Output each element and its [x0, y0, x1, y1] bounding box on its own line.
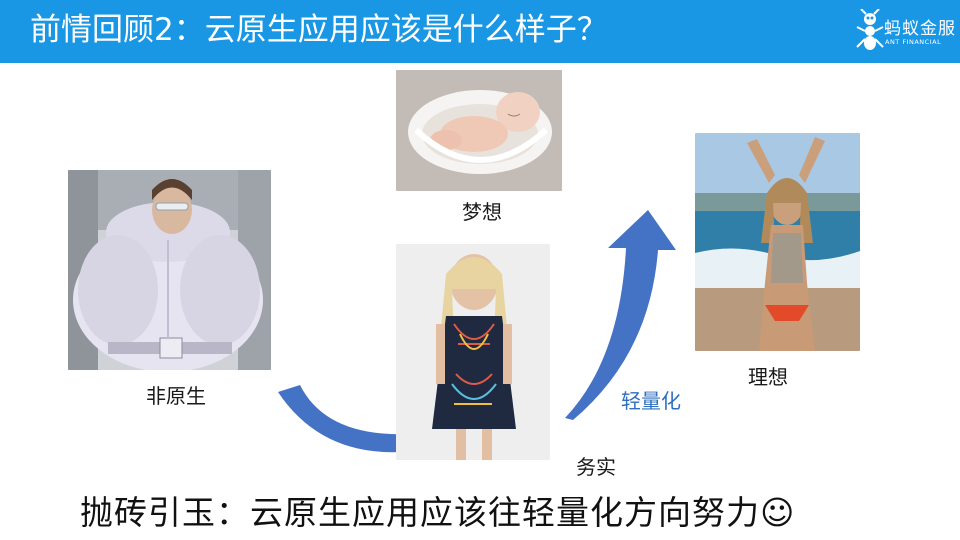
logo-name: 蚂蚁金服 [884, 19, 956, 39]
header-bar: 前情回顾2：云原生应用应该是什么样子？ 蚂蚁金服 ANT FINANCIAL [0, 0, 960, 63]
arrow-label: 轻量化 [621, 389, 681, 413]
caption-reality: 务实 [576, 455, 616, 479]
photo-dream [396, 70, 562, 191]
caption-non-native: 非原生 [146, 384, 206, 408]
photo-ideal [695, 133, 860, 351]
page-title: 前情回顾2：云原生应用应该是什么样子？ [30, 12, 608, 48]
company-logo: 蚂蚁金服 ANT FINANCIAL [853, 8, 956, 56]
caption-ideal: 理想 [748, 365, 788, 389]
caption-dream: 梦想 [462, 200, 502, 224]
photo-reality [396, 244, 550, 460]
ant-icon [856, 9, 884, 50]
rising-arrow [565, 210, 676, 420]
logo-subtitle: ANT FINANCIAL [885, 38, 942, 46]
photo-non-native [68, 170, 271, 370]
conclusion-text: 抛砖引玉：云原生应用应该往轻量化方向努力☺ [80, 493, 796, 532]
